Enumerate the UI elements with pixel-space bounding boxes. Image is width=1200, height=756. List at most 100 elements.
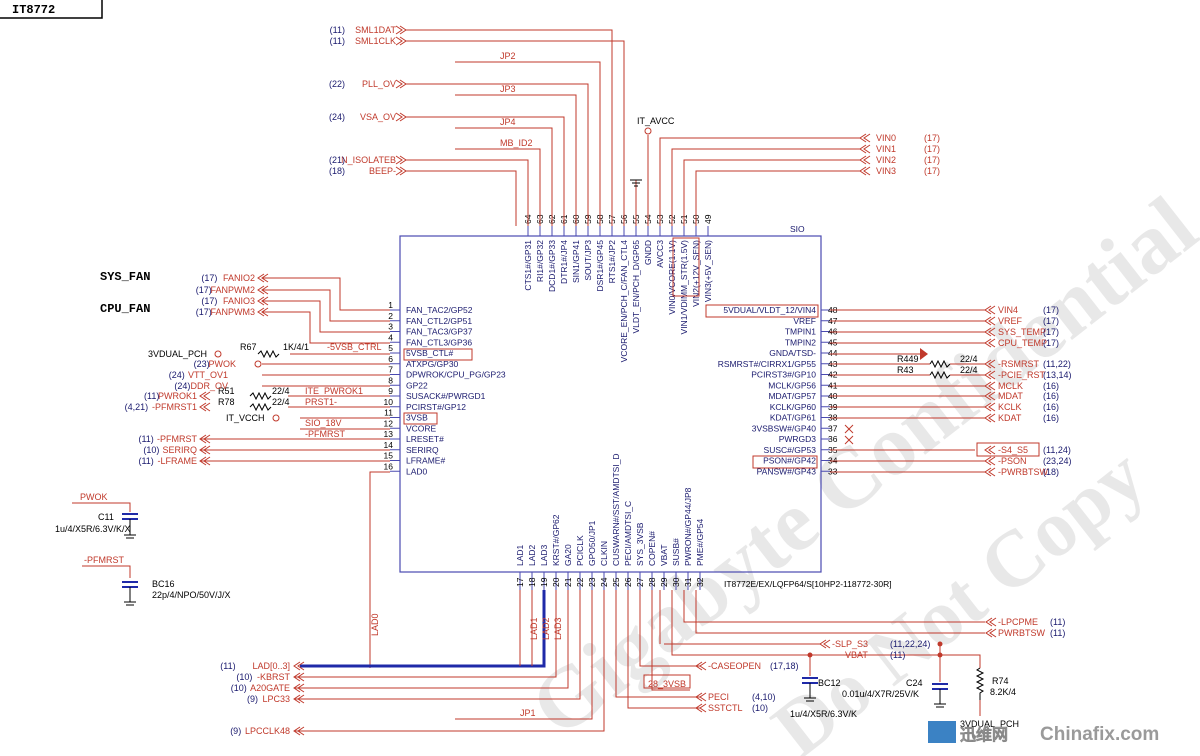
r51-value: 22/4 (272, 386, 290, 396)
pin-number: 9 (388, 386, 393, 396)
pin-name: FAN_TAC3/GP37 (406, 327, 473, 337)
chinafix-logo: 迅维网 Chinafix.com (928, 721, 1159, 745)
r449-ref: R449 (897, 354, 919, 364)
pin-number: 31 (683, 577, 693, 587)
net-ref: (18) (1043, 467, 1059, 477)
net-ref: (16) (1043, 402, 1059, 412)
pin-name: TMPIN2 (785, 337, 816, 347)
pin-number: 16 (384, 461, 394, 471)
net-ref: (9) (247, 694, 258, 704)
net-ref: (17) (201, 296, 217, 306)
it-vcch-node (272, 414, 280, 422)
logo-en-text: Chinafix.com (1040, 724, 1159, 745)
c11-ref: C11 (98, 512, 114, 522)
net-ref: (10) (236, 672, 252, 682)
it-avcc-node (644, 127, 652, 135)
top-wires (405, 29, 860, 226)
offpage-arrow-icon (984, 456, 996, 466)
bc12-value: 1u/4/X5R/6.3V/K (790, 709, 857, 719)
offpage-arrow-icon (395, 166, 407, 176)
s4-s5-box (976, 442, 1040, 457)
net-ref: (17) (201, 273, 217, 283)
left-wires (200, 277, 390, 668)
pin-name: VCORE (406, 423, 437, 433)
pin-name: DSR1#/GP45 (595, 240, 605, 292)
net-name: FANPWM2 (210, 285, 255, 295)
pin-number: 29 (659, 577, 669, 587)
offpage-arrow-icon (984, 391, 996, 401)
pin-number: 14 (384, 440, 394, 450)
pfmrst-cap-label: -PFMRST (84, 555, 124, 565)
net-name: LPC33 (262, 694, 290, 704)
pwok-node (254, 360, 262, 368)
r449-value: 22/4 (960, 354, 978, 364)
offpage-arrow-icon (984, 467, 996, 477)
gnd-symbol (630, 179, 642, 187)
pin-name: SUSB# (671, 538, 681, 566)
net-name: DDR_OV (190, 381, 228, 391)
pin-number: 2 (388, 311, 393, 321)
pin-name: COPEN# (647, 531, 657, 566)
pin-name: FAN_TAC2/GP52 (406, 305, 473, 315)
pin-name: ATXPG/GP30 (406, 359, 459, 369)
r74-value: 8.2K/4 (990, 687, 1016, 697)
pin-name: PWRGD3 (779, 434, 817, 444)
net-ref: (16) (1043, 381, 1059, 391)
offpage-arrow-icon (395, 25, 407, 35)
net-ref: (10) (143, 445, 159, 455)
offpage-arrow-icon (985, 628, 997, 638)
net-ref: (18) (329, 166, 345, 176)
net-name: CPU_TEMP (998, 338, 1047, 348)
net-ref: (11) (330, 36, 345, 46)
highlight-vin4 (705, 304, 819, 318)
it-vcch-label: IT_VCCH (226, 413, 265, 423)
net-ref: (17,18) (770, 661, 799, 671)
pin-number: 23 (587, 577, 597, 587)
offpage-arrow-icon (695, 692, 707, 702)
net-name: JP4 (500, 117, 516, 127)
pin-name: VBAT (659, 544, 669, 566)
net-name: VTT_OV1 (188, 370, 228, 380)
net-name: -PFMRST (157, 434, 197, 444)
net-name: JP2 (500, 51, 516, 61)
logo-icon (928, 721, 956, 743)
net-name: -RSMRST (998, 359, 1039, 369)
pin-name: GPO50/JP1 (587, 520, 597, 566)
pin-name: 5VDUAL/VLDT_12/VIN4 (723, 305, 816, 315)
pin-name: KDAT/GP61 (770, 413, 816, 423)
lad-bus (300, 590, 546, 668)
resistor-r43 (929, 370, 951, 380)
net-name: -CASEOPEN (708, 661, 761, 671)
pin-name: DPWROK/CPU_PG/GP23 (406, 370, 506, 380)
bottom-net-labels: LAD[0..3](11)-KBRST(10)A20GATE(10)LPC33(… (220, 661, 535, 736)
offpage-arrow-icon (293, 694, 305, 704)
r74-supply-label: 3VDUAL_PCH (960, 719, 1019, 729)
pin-number: 7 (388, 365, 393, 375)
pin-number: 11 (384, 408, 393, 418)
pin-name: LAD1 (515, 544, 525, 566)
offpage-arrow-icon (984, 327, 996, 337)
pin-name: RI1#/GP32 (535, 240, 545, 282)
pin-name: FAN_CTL2/GP51 (406, 316, 472, 326)
net-name: VIN3 (876, 166, 896, 176)
pin-number: 22 (575, 577, 585, 587)
offpage-arrow-icon (859, 155, 871, 165)
net-ref: (11) (330, 25, 345, 35)
cpu-fan-label: CPU_FAN (100, 302, 150, 316)
resistor-r51 (249, 391, 272, 401)
net-name: PECI (708, 692, 729, 702)
pin-number: 36 (828, 434, 838, 444)
net-name: SYS_TEMP (998, 327, 1046, 337)
resistor-r449 (929, 359, 951, 369)
pin-number: 4 (388, 332, 393, 342)
pin-number: 21 (563, 577, 573, 587)
net-ref: (11) (890, 650, 905, 660)
net-name: SML1CLK (355, 36, 396, 46)
net-name: VSA_OV (360, 112, 396, 122)
pin-number: 25 (611, 577, 621, 587)
net-name: VIN0 (876, 133, 896, 143)
right-net-labels: VIN4(17)VREF(17)SYS_TEMP(17)CPU_TEMP(17)… (984, 305, 1072, 477)
offpage-arrow-icon (984, 316, 996, 326)
pin-number: 19 (539, 577, 549, 587)
pin-name: DTR1#/JP4 (559, 240, 569, 284)
